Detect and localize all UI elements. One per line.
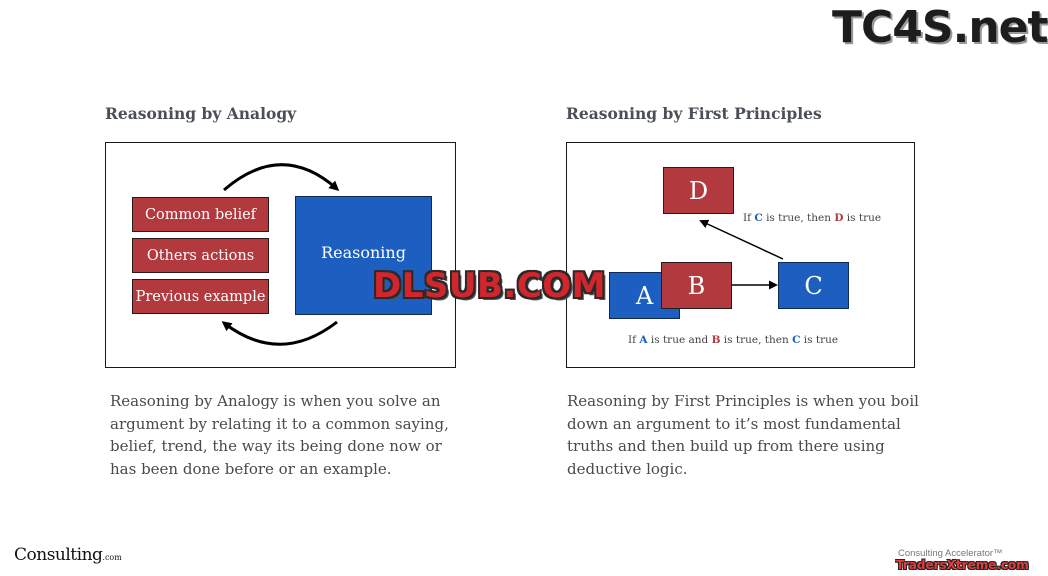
product-name: Consulting Accelerator™ (898, 548, 1003, 559)
reasoning-label: Reasoning (321, 243, 406, 262)
watermark-banner: DLSUB.COM (373, 266, 607, 306)
caption-if-c-then-d: If C is true, then D is true (743, 212, 882, 224)
others-actions-label: Others actions (146, 247, 255, 264)
first-principles-description-line: down an argument to it’s most fundamenta… (567, 414, 901, 433)
watermark-logo: TC4S.net (832, 2, 1048, 53)
analogy-title: Reasoning by Analogy (105, 104, 297, 123)
a-label: A (635, 281, 654, 310)
common-belief-box: Common belief (132, 197, 269, 232)
c-box: C (778, 262, 849, 309)
analogy-description-line: Reasoning by Analogy is when you solve a… (110, 392, 441, 410)
caption-if-a-and-b-then-c: If A is true and B is true, then C is tr… (628, 334, 839, 346)
analogy-arrows (221, 163, 784, 346)
d-label: D (688, 176, 709, 205)
common-belief-label: Common belief (144, 206, 257, 223)
first-principles-description-line: Reasoning by First Principles is when yo… (567, 392, 919, 410)
first-principles-description-line: truths and then build up from there usin… (567, 437, 885, 455)
previous-example-box: Previous example (132, 279, 269, 314)
d-box: D (663, 167, 734, 214)
analogy-description-line: argument by relating it to a common sayi… (110, 414, 449, 433)
reasoning-box: Reasoning (295, 196, 432, 315)
brand-logo: Consulting.com (14, 545, 122, 565)
analogy-description: Reasoning by Analogy is when you solve a… (110, 390, 460, 480)
first-principles-description-line: deductive logic. (567, 459, 688, 478)
others-actions-box: Others actions (132, 238, 269, 273)
c-label: C (804, 271, 823, 300)
b-box: B (661, 262, 732, 309)
b-label: B (687, 271, 706, 300)
c-to-d-arrow (699, 219, 784, 260)
analogy-description-line: has been done before or an example. (110, 459, 392, 478)
bottom-curved-arrow (221, 320, 338, 346)
first-principles-title: Reasoning by First Principles (566, 104, 822, 123)
first-principles-description: Reasoning by First Principles is when yo… (567, 390, 927, 480)
previous-example-label: Previous example (135, 288, 266, 305)
watermark-footer: TradersXtreme.com (896, 558, 1029, 572)
analogy-description-line: belief, trend, the way its being done no… (110, 437, 442, 455)
first-principles-diagram (566, 142, 915, 368)
top-curved-arrow (223, 163, 340, 192)
